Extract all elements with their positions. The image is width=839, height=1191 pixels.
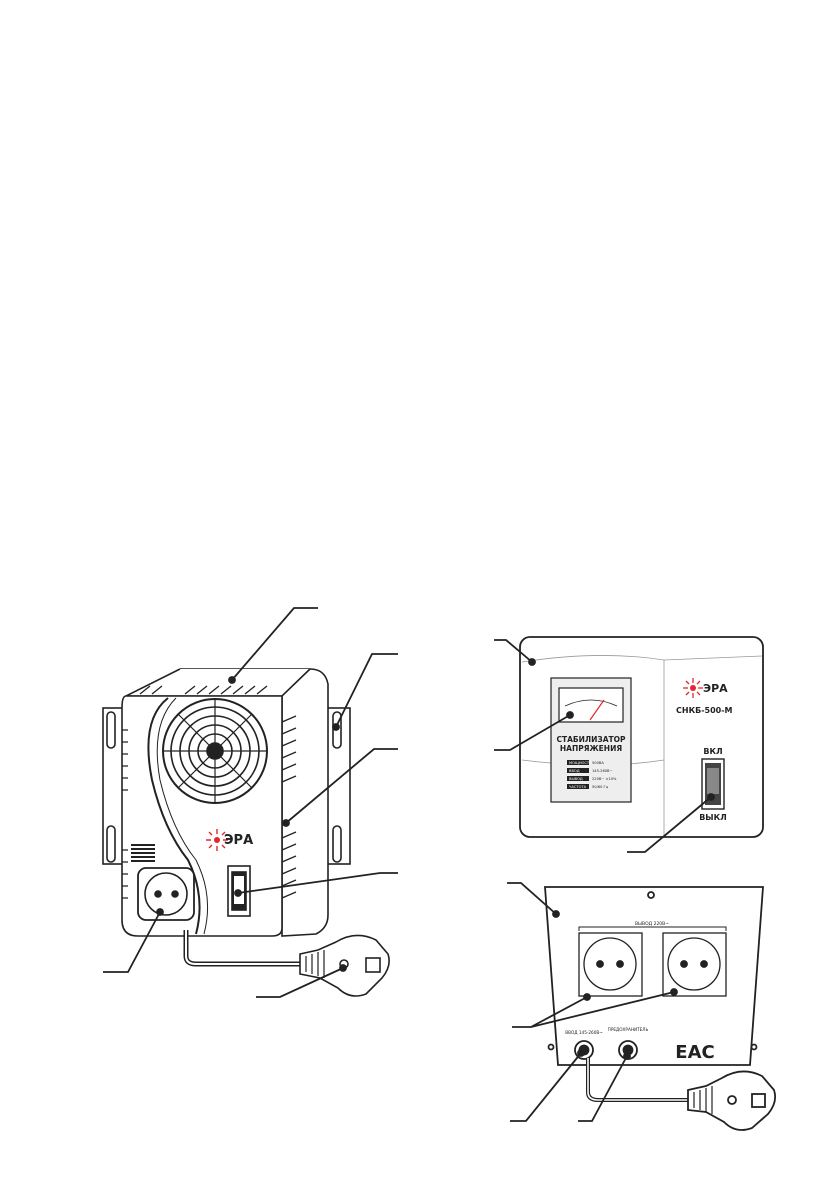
callout-leaders-rear [507,882,678,1122]
spec-list: МОЩНОСТЬ 500ВА ВВОД 145-260В~ ВЫВОД 220В… [569,761,617,789]
logo-text-panel: ЭРА [703,682,728,695]
panel-title-line2: НАПРЯЖЕНИЯ [560,744,622,753]
spec-key-1: МОЩНОСТЬ [569,761,592,765]
switch-off-label: ВЫКЛ [699,813,727,822]
callout-leaders-front [494,639,715,853]
spec-value-3: 220В~ ±10% [592,777,617,781]
meter-panel [550,677,632,803]
spec-key-4: ЧАСТОТА [569,785,587,789]
input-label: ВВОД 145-260В~ [565,1030,603,1035]
spec-value-1: 500ВА [592,761,604,765]
rear-socket-1 [578,932,643,997]
spec-key-2: ВВОД [569,769,580,773]
front-panel-view [494,636,764,853]
stabilizer-3d-view [102,607,398,998]
logo-text-front: ЭРА [224,833,253,848]
rear-power-plug [687,1070,777,1131]
spec-value-4: 50/60 Гц [592,785,609,789]
switch-on-label: ВКЛ [703,747,722,756]
rear-panel-view [507,882,777,1131]
callout-leaders-3d [103,607,398,998]
panel-title-line1: СТАБИЛИЗАТОР [556,735,626,744]
spec-value-2: 145-260В~ [592,769,613,773]
model-label: СНКБ-500-М [676,706,733,715]
output-label: ВЫВОД 220В~ [635,921,669,927]
spec-key-3: ВЫВОД [569,777,583,781]
eac-mark: EAC [675,1042,714,1063]
fan-grille [162,698,268,804]
output-socket [137,867,195,921]
logo-sunburst-panel [683,678,703,698]
logo-sunburst-front [206,829,228,851]
fuse-label: ПРЕДОХРАНИТЕЛЬ [608,1027,649,1032]
rear-socket-2 [662,932,727,997]
